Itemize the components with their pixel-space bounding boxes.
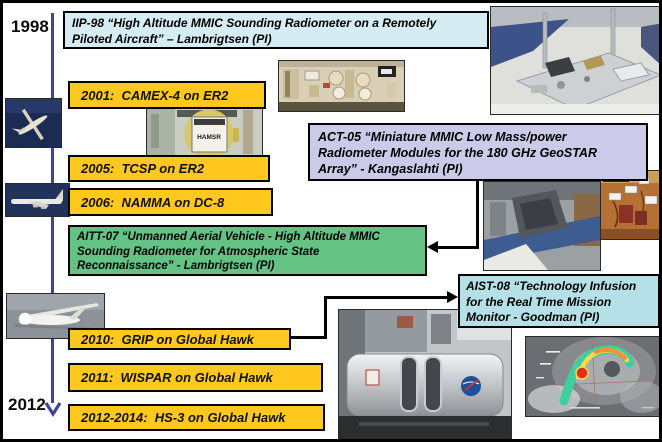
milestone-2005-tcsp: 2005: TCSP on ER2 [68, 155, 270, 182]
hurricane-flight-track-photo [525, 336, 659, 417]
act05-line: ACT-05 “Miniature MMIC Low Mass/power [318, 130, 567, 144]
milestone-2001-camex4: 2001: CAMEX-4 on ER2 [68, 81, 266, 109]
aist08-line: Monitor - Goodman (PI) [466, 310, 600, 324]
dc8-aircraft-photo [5, 183, 70, 217]
arrow-segment [291, 336, 327, 339]
hamsr-instrument-label: HAMSR [197, 134, 221, 141]
nasa-logo [461, 376, 481, 396]
breadboard-instrument-photo [490, 6, 659, 115]
hamsr-drum-photo [338, 309, 512, 439]
arrow-segment [436, 246, 479, 249]
project-box-aist08: AIST-08 “Technology Infusion for the Rea… [458, 274, 659, 328]
hamsr-integration-photo: HAMSR [146, 107, 263, 157]
timeline-end-year: 2012 [8, 395, 46, 414]
arrow-segment [476, 181, 479, 249]
aitt07-line: Sounding Radiometer for Atmospheric Stat… [77, 245, 320, 258]
project-box-aitt07: AITT-07 “Unmanned Aerial Vehicle - High … [68, 225, 427, 276]
project-box-act05: ACT-05 “Miniature MMIC Low Mass/power Ra… [308, 123, 648, 181]
milestone-2010-grip: 2010: GRIP on Global Hawk [68, 328, 291, 350]
geostar-lab-photo [483, 181, 601, 271]
milestone-2012-hs3: 2012-2014: HS-3 on Global Hawk [68, 404, 325, 431]
arrowhead-left-icon [427, 241, 438, 253]
iip98-line: Piloted Aircraft” – Lambrigtsen (PI) [72, 32, 272, 46]
aitt07-line: AITT-07 “Unmanned Aerial Vehicle - High … [77, 231, 380, 243]
aitt07-line: Reconnaissance” - Lambrigtsen (PI) [77, 260, 275, 272]
mmic-module-photo [278, 60, 405, 112]
iip98-line: IIP-98 “High Altitude MMIC Sounding Radi… [72, 16, 437, 30]
project-box-iip98: IIP-98 “High Altitude MMIC Sounding Radi… [63, 11, 489, 49]
timeline-down-arrowhead-icon [44, 402, 62, 417]
arrowhead-right-icon [447, 291, 458, 303]
er2-aircraft-photo [5, 98, 62, 148]
aist08-line: AIST-08 “Technology Infusion [466, 279, 637, 293]
milestone-2006-namma: 2006: NAMMA on DC-8 [68, 188, 273, 216]
aist08-line: for the Real Time Mission [466, 294, 612, 309]
act05-line: Array” - Kangaslahti (PI) [318, 162, 463, 176]
milestone-2011-wispar: 2011: WISPAR on Global Hawk [68, 363, 323, 392]
timeline-start-year: 1998 [11, 17, 49, 36]
act05-line: Radiometer Modules for the 180 GHz GeoST… [318, 146, 597, 160]
arrow-segment [324, 296, 448, 299]
arrow-segment [324, 297, 327, 339]
